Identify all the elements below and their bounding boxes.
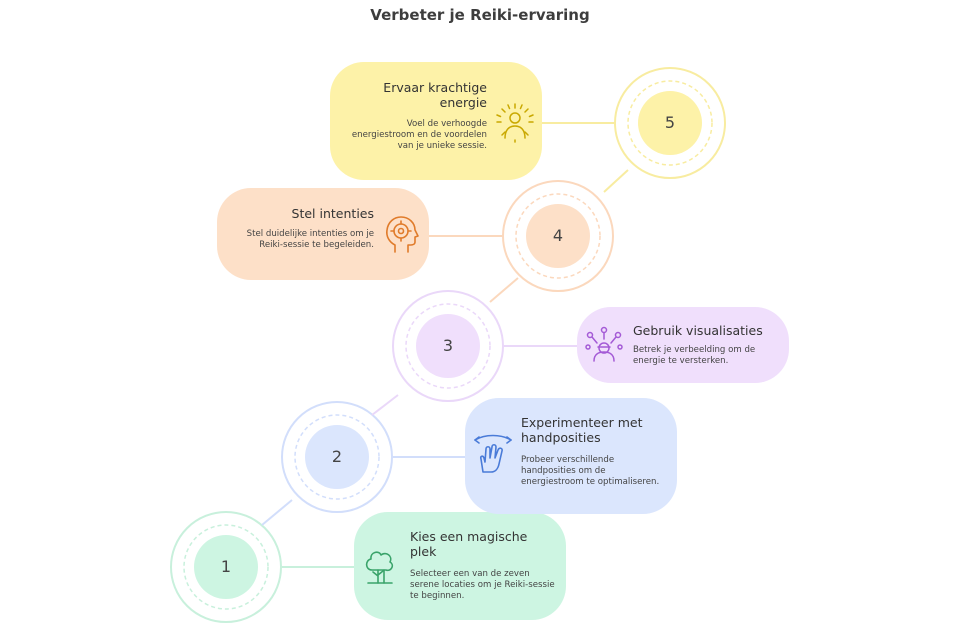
step-3-disc (416, 314, 480, 378)
step-3-title: Gebruik visualisaties (633, 323, 763, 338)
step-5-title: Ervaar krachtige energie (383, 80, 487, 110)
visualization-icon (585, 326, 623, 362)
radiant-person-icon (496, 103, 534, 143)
step-4-card: Stel intenties Stel duidelijke intenties… (217, 188, 429, 280)
step-1-disc (194, 535, 258, 599)
link-4-5 (603, 169, 629, 193)
link-2-3 (371, 394, 399, 416)
step-4-title: Stel intenties (291, 206, 374, 221)
step-3-number: 3 (442, 336, 454, 355)
step-5-card: Ervaar krachtige energie Voel de verhoog… (330, 62, 542, 180)
step-4-node (428, 180, 614, 292)
step-2-disc (305, 425, 369, 489)
step-4-number: 4 (552, 226, 564, 245)
hand-wave-icon (474, 434, 512, 473)
step-1-dashed-ring (183, 524, 269, 610)
link-3-4 (489, 277, 519, 303)
step-5-disc (638, 91, 702, 155)
page-title: Verbeter je Reiki-ervaring (370, 6, 590, 24)
step-2-node (281, 401, 466, 513)
step-3-dashed-ring (405, 303, 491, 389)
step-4-disc (526, 204, 590, 268)
link-1-2 (261, 499, 293, 526)
step-2-card: Experimenteer met handposities Probeer v… (465, 398, 677, 514)
step-4-dashed-ring (515, 193, 601, 279)
step-3-card: Gebruik visualisaties Betrek je verbeeld… (577, 307, 789, 383)
step-4-description: Stel duidelijke intenties om je Reiki-se… (246, 229, 374, 251)
step-2-title: Experimenteer met handposities (521, 415, 643, 445)
step-1-description: Selecteer een van de zeven serene locati… (410, 569, 555, 602)
step-1-title: Kies een magische plek (410, 529, 528, 559)
step-3-node (392, 290, 578, 402)
step-5-node (540, 67, 726, 179)
head-target-icon (386, 216, 419, 253)
step-1-number: 1 (220, 557, 232, 576)
step-2-description: Probeer verschillende handposities om de… (521, 455, 660, 488)
step-5-description: Voel de verhoogde energiestroom en de vo… (351, 119, 487, 152)
tree-icon (365, 551, 394, 584)
step-1-node (170, 511, 355, 623)
step-3-description: Betrek je verbeelding om de energie te v… (633, 345, 756, 367)
step-5-number: 5 (664, 113, 676, 132)
step-1-card: Kies een magische plek Selecteer een van… (354, 512, 566, 620)
step-2-number: 2 (331, 447, 343, 466)
step-5-dashed-ring (627, 80, 713, 166)
step-2-dashed-ring (294, 414, 380, 500)
